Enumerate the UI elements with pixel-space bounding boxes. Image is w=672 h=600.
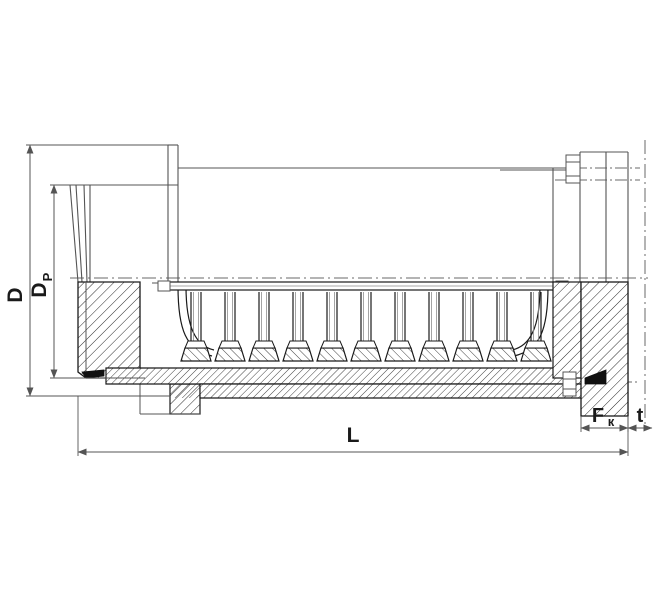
vane bbox=[214, 292, 246, 362]
lower-hatched-band bbox=[105, 367, 601, 385]
vane-foot-pad bbox=[524, 340, 548, 349]
hub-top-plate bbox=[152, 280, 575, 292]
vane-foot-pad bbox=[354, 340, 378, 349]
vane-foot-pad bbox=[490, 340, 514, 349]
bolt-bottom-right bbox=[562, 371, 577, 397]
vane-foot-pad bbox=[422, 340, 446, 349]
vane-foot-hatch bbox=[521, 348, 551, 361]
vane-foot-hatch bbox=[487, 348, 517, 361]
vane-foot-pad bbox=[286, 340, 310, 349]
vane-foot-pad bbox=[456, 340, 480, 349]
vane-foot-pad bbox=[320, 340, 344, 349]
vane-foot-hatch bbox=[249, 348, 279, 361]
vane-foot-hatch bbox=[351, 348, 381, 361]
bolt-head-shape-bottom bbox=[562, 371, 577, 397]
fillet-right-inner bbox=[511, 285, 541, 351]
vane bbox=[180, 292, 212, 362]
vane bbox=[316, 292, 348, 362]
vane bbox=[452, 292, 484, 362]
boss-left bbox=[157, 280, 171, 292]
right-flange-block bbox=[580, 281, 629, 417]
vane-foot-hatch bbox=[317, 348, 347, 361]
dim-Dp-label: D bbox=[28, 282, 51, 297]
dimension-Fk: F к bbox=[580, 405, 629, 432]
bolt-top-right bbox=[500, 154, 581, 184]
vane-foot-hatch bbox=[283, 348, 313, 361]
vane-foot-hatch bbox=[385, 348, 415, 361]
dim-L-label: L bbox=[347, 424, 360, 447]
vane-foot-pad bbox=[252, 340, 276, 349]
vane-foot-hatch bbox=[419, 348, 449, 361]
vane bbox=[486, 292, 518, 362]
bolt-head-shape-top bbox=[565, 154, 581, 184]
vane bbox=[248, 292, 280, 362]
vane-foot-hatch bbox=[215, 348, 245, 361]
vane-foot-hatch bbox=[453, 348, 483, 361]
vane bbox=[418, 292, 450, 362]
vane bbox=[350, 292, 382, 362]
dim-Fk-label: F bbox=[592, 405, 604, 427]
dim-D-label: D bbox=[4, 287, 27, 302]
nozzle-outer-taper bbox=[69, 184, 79, 283]
vane-foot-pad bbox=[388, 340, 412, 349]
vane bbox=[282, 292, 314, 362]
centerlines bbox=[70, 140, 648, 430]
weld-triangle-left bbox=[81, 369, 105, 379]
dimension-t: t bbox=[627, 405, 653, 432]
vane-foot-hatch bbox=[181, 348, 211, 361]
nozzle-inner-taper bbox=[83, 184, 88, 283]
dim-Dp-subscript: P bbox=[40, 272, 55, 281]
vane-foot-pad bbox=[218, 340, 242, 349]
vane-foot-pad bbox=[184, 340, 208, 349]
vane bbox=[384, 292, 416, 362]
left-flange-section bbox=[77, 281, 141, 379]
vane-array bbox=[180, 292, 552, 362]
dimension-D: D bbox=[4, 144, 170, 397]
lower-hatched-band-2 bbox=[170, 383, 586, 399]
dimension-Dp: D P bbox=[28, 184, 178, 379]
weld-triangle-right bbox=[584, 369, 607, 385]
nozzle-mid-taper bbox=[75, 184, 83, 283]
dim-t-label: t bbox=[637, 405, 644, 427]
dim-Fk-subscript: к bbox=[608, 414, 615, 429]
vane bbox=[520, 292, 552, 362]
